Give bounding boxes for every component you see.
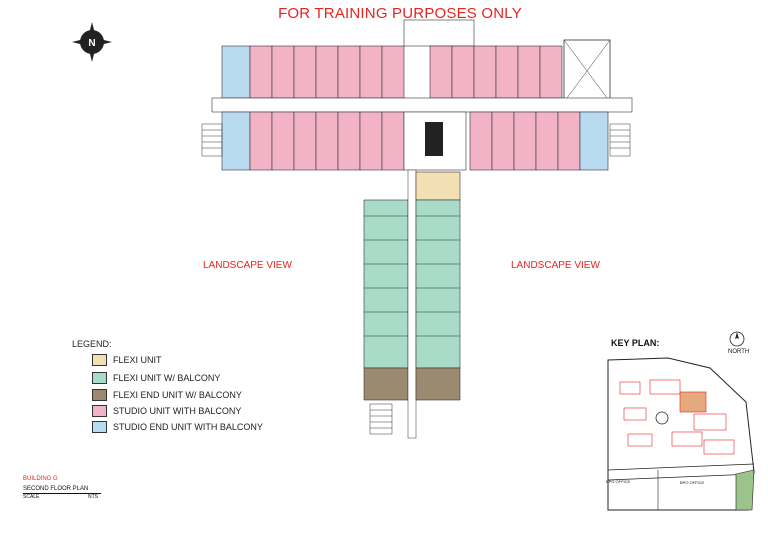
- north-arrow-icon: [729, 331, 745, 347]
- north-wing-lower-row: [221, 111, 609, 171]
- corridor: [211, 97, 633, 113]
- legend-label: FLEXI UNIT W/ BALCONY: [113, 373, 221, 383]
- legend-label: FLEXI UNIT: [113, 355, 162, 365]
- legend-swatch: [92, 372, 107, 384]
- key-plan-title: KEY PLAN:: [611, 338, 660, 348]
- north-label: NORTH: [728, 349, 750, 355]
- stairs: [201, 123, 631, 435]
- scale-label: SCALE: [23, 494, 40, 500]
- legend-swatch: [92, 389, 107, 401]
- building-name: BUILDING G: [23, 476, 58, 482]
- landscape-view-right: LANDSCAPE VIEW: [511, 260, 600, 271]
- north-wing-upper-row: [221, 19, 611, 103]
- key-plan-label-left: BPO OFFICE: [606, 479, 631, 484]
- landscape-view-left: LANDSCAPE VIEW: [203, 260, 292, 271]
- legend-swatch: [92, 354, 107, 366]
- key-plan-label-right: BPO OFFICE: [680, 480, 705, 485]
- legend-item-flexi-unit: FLEXI UNIT: [92, 353, 162, 367]
- legend-item-flexi-balcony: FLEXI UNIT W/ BALCONY: [92, 371, 220, 385]
- key-plan-map: [607, 357, 755, 511]
- title-divider: [23, 493, 101, 494]
- svg-text:N: N: [88, 38, 95, 49]
- legend-label: STUDIO UNIT WITH BALCONY: [113, 406, 242, 416]
- south-wing: [363, 169, 461, 439]
- legend-title: LEGEND:: [72, 339, 112, 349]
- legend-swatch: [92, 405, 107, 417]
- legend-item-studio-end: STUDIO END UNIT WITH BALCONY: [92, 420, 263, 434]
- legend-swatch: [92, 421, 107, 433]
- legend-label: FLEXI END UNIT W/ BALCONY: [113, 390, 242, 400]
- floor-name: SECOND FLOOR PLAN: [23, 486, 89, 492]
- legend-label: STUDIO END UNIT WITH BALCONY: [113, 422, 263, 432]
- scale-value: NTS: [88, 494, 98, 500]
- legend-item-studio: STUDIO UNIT WITH BALCONY: [92, 404, 241, 418]
- training-banner: FOR TRAINING PURPOSES ONLY: [278, 5, 522, 22]
- legend-item-flexi-end: FLEXI END UNIT W/ BALCONY: [92, 388, 242, 402]
- compass-icon: N: [72, 22, 112, 62]
